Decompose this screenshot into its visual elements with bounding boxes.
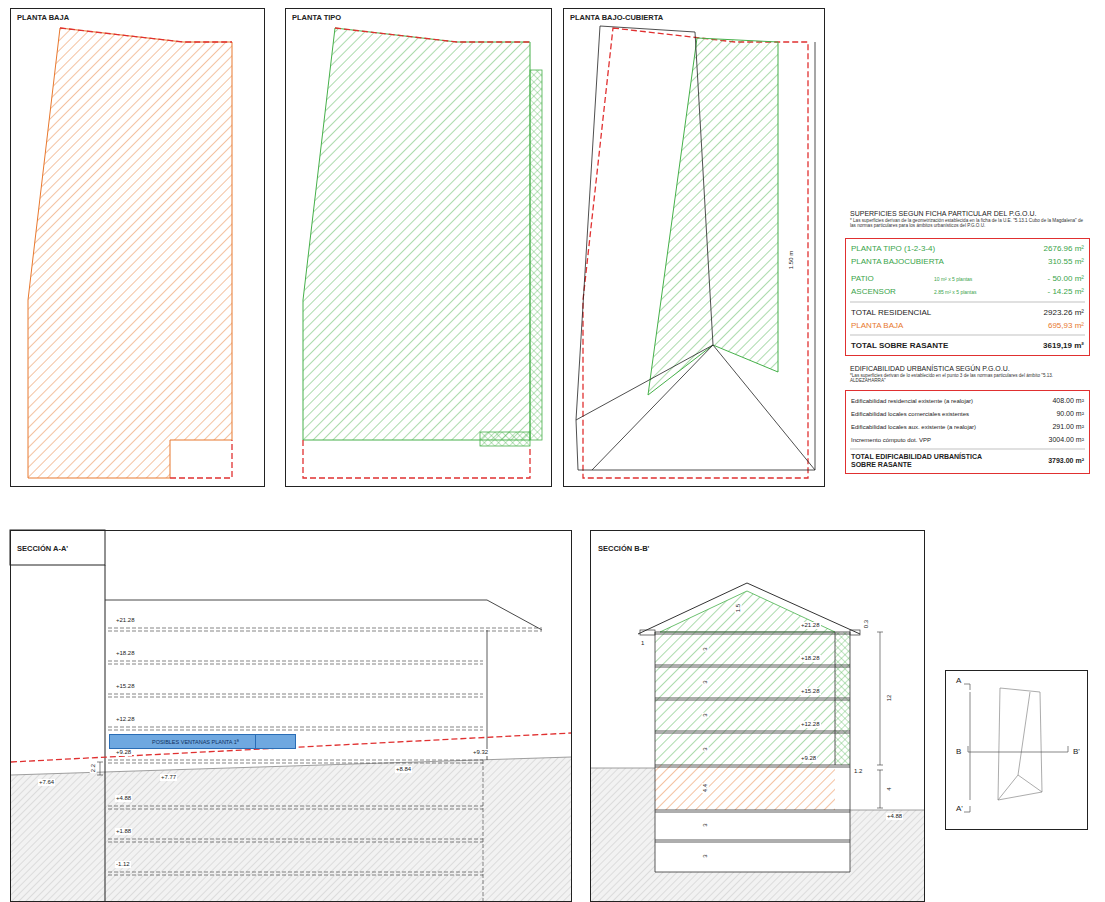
table-value: 90.00 m² bbox=[1056, 410, 1084, 418]
dimension: 12 bbox=[886, 694, 893, 703]
dimension: 3 bbox=[702, 679, 709, 684]
table-heading: EDIFICABILIDAD URBANÍSTICA SEGÚN P.G.O.U… bbox=[850, 365, 1010, 373]
table-value: - 14.25 m² bbox=[1048, 288, 1084, 297]
section-b bbox=[591, 583, 924, 902]
panel-title: PLANTA BAJA bbox=[17, 14, 69, 22]
dimension: 4.4 bbox=[702, 783, 709, 793]
table-value: 408.00 m² bbox=[1052, 397, 1084, 405]
table-cell: TOTAL RESIDENCIAL bbox=[851, 309, 931, 318]
key-plan-box: A B B' A' bbox=[945, 670, 1088, 830]
window-band: POSIBLES VENTANAS PLANTA 1ª bbox=[109, 734, 296, 749]
table-rules bbox=[850, 302, 1085, 449]
elevation: +9.28 bbox=[800, 755, 817, 762]
elevation: +18.28 bbox=[800, 655, 821, 662]
elevation: -1.12 bbox=[115, 861, 131, 868]
elevation: +8.84 bbox=[395, 766, 412, 773]
plan-panel: PLANTA BAJA bbox=[10, 8, 265, 487]
table-value: 3793.00 m² bbox=[1048, 457, 1084, 465]
elevation: +12.28 bbox=[800, 721, 821, 728]
section-letter: B bbox=[956, 748, 961, 757]
elevation: +9.28 bbox=[115, 749, 132, 756]
table-cell: PLANTA TIPO (1-2-3-4) bbox=[851, 245, 935, 254]
table-value: 695,93 m² bbox=[1048, 322, 1084, 331]
dimension: 4 bbox=[886, 786, 893, 791]
band-divider bbox=[255, 735, 256, 748]
section-panel: SECCIÓN A-A' POSIBLES VENTANAS PLANTA 1ª bbox=[10, 530, 572, 902]
dimension: 3 bbox=[702, 822, 709, 827]
section-panel: SECCIÓN B-B' bbox=[590, 530, 925, 902]
elevation: +15.28 bbox=[115, 683, 136, 690]
table-cell: Edificabilidad locales aux. existente (a… bbox=[851, 424, 976, 431]
key-plan bbox=[964, 684, 1068, 812]
elevation: +1.88 bbox=[115, 828, 132, 835]
panel-title: SECCIÓN A-A' bbox=[17, 545, 68, 553]
band-label: POSIBLES VENTANAS PLANTA 1ª bbox=[152, 739, 239, 745]
dimension: 2.2 bbox=[90, 763, 97, 773]
table-cell: 2.85 m² x 5 plantas bbox=[934, 290, 977, 296]
table-note: * Las superficies derivan de la geometri… bbox=[850, 218, 1086, 228]
table-cell: PATIO bbox=[851, 275, 874, 284]
table-value: 291.00 m² bbox=[1052, 423, 1084, 431]
section-a bbox=[10, 530, 571, 902]
dimension: 3 bbox=[702, 646, 709, 651]
dimension: 0.3 bbox=[863, 619, 870, 629]
elevation: +4.88 bbox=[115, 795, 132, 802]
dimension: 1.5 bbox=[735, 603, 742, 613]
elevation: +9.32 bbox=[472, 749, 489, 756]
dimension: 1 bbox=[640, 640, 645, 647]
section-letter: B' bbox=[1073, 748, 1080, 757]
table-heading: SUPERFICIES SEGUN FICHA PARTICULAR DEL P… bbox=[850, 210, 1036, 218]
attic-plan bbox=[576, 26, 815, 478]
elevation: +21.28 bbox=[115, 617, 136, 624]
section-letter: A bbox=[956, 677, 961, 686]
table-value: 310.55 m² bbox=[1048, 258, 1084, 267]
elevation: +7.64 bbox=[38, 779, 55, 786]
table-value: - 50.00 m² bbox=[1048, 275, 1084, 284]
elevation: +7.77 bbox=[160, 774, 177, 781]
table-cell: 10 m² x 5 plantas bbox=[934, 277, 972, 283]
table-value: 2676.96 m² bbox=[1044, 245, 1084, 254]
plan-panel: PLANTA TIPO bbox=[285, 8, 552, 487]
area-table: SUPERFICIES SEGUN FICHA PARTICULAR DEL P… bbox=[845, 238, 1090, 356]
table-cell: PLANTA BAJA bbox=[851, 322, 903, 331]
buildability-table: EDIFICABILIDAD URBANÍSTICA SEGÚN P.G.O.U… bbox=[845, 390, 1090, 474]
table-cell: Incremento cómputo dot. VPP bbox=[851, 437, 931, 444]
panel-title: PLANTA BAJO-CUBIERTA bbox=[570, 14, 663, 22]
dimension: 3 bbox=[702, 853, 709, 858]
dimension: 3 bbox=[702, 712, 709, 717]
plan-panel: PLANTA BAJO-CUBIERTA bbox=[563, 8, 825, 487]
ground-floor-plan bbox=[28, 28, 232, 478]
dimension: 1.2 bbox=[853, 768, 863, 775]
section-letter: A' bbox=[956, 805, 963, 814]
table-cell: ASCENSOR bbox=[851, 288, 896, 297]
elevation: +15.28 bbox=[800, 688, 821, 695]
elevation: +4.88 bbox=[886, 813, 903, 820]
dimension: 3 bbox=[702, 746, 709, 751]
typical-floor-plan bbox=[303, 28, 542, 478]
panel-title: SECCIÓN B-B' bbox=[598, 545, 649, 553]
table-cell: PLANTA BAJOCUBIERTA bbox=[851, 258, 944, 267]
panel-title: PLANTA TIPO bbox=[292, 14, 341, 22]
table-cell: TOTAL SOBRE RASANTE bbox=[851, 342, 948, 351]
elevation: +21.28 bbox=[800, 622, 821, 629]
elevation: +12.28 bbox=[115, 716, 136, 723]
table-value: 3619,19 m² bbox=[1043, 342, 1084, 351]
table-value: 2923.26 m² bbox=[1044, 309, 1084, 318]
table-cell: Edificabilidad locales comerciales exist… bbox=[851, 411, 969, 418]
dimension: 1.50 m bbox=[788, 250, 795, 270]
table-note: *Las superficies derivan de lo estableci… bbox=[850, 373, 1086, 383]
table-cell: Edificabilidad residencial existente (a … bbox=[851, 398, 973, 405]
table-cell: TOTAL EDIFICABILIDAD URBANÍSTICA SOBRE R… bbox=[851, 453, 1001, 468]
table-value: 3004.00 m² bbox=[1049, 436, 1084, 444]
elevation: +18.28 bbox=[115, 650, 136, 657]
